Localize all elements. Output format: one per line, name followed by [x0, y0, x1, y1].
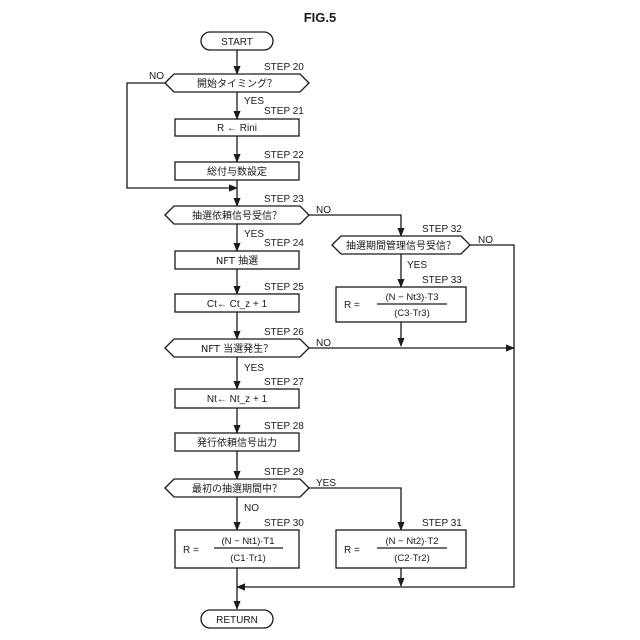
step-32-decision: STEP 32 抽選期間管理信号受信？ NO YES	[332, 224, 493, 271]
step-24-process: STEP 24 NFT 抽選	[175, 238, 304, 269]
step-30-numerator: (N − Nt1)·T1	[221, 536, 274, 547]
step-32-text: 抽選期間管理信号受信？	[346, 239, 456, 252]
step-29-label: STEP 29	[264, 467, 304, 478]
step-22-label: STEP 22	[264, 150, 304, 161]
step-22-text: 総付与数設定	[207, 165, 267, 178]
step-30-lhs: R =	[183, 545, 199, 556]
step-30-process: STEP 30 R = (N − Nt1)·T1 (C1·Tr1)	[175, 518, 304, 568]
step-20-label: STEP 20	[264, 62, 304, 73]
step-27-text: Nt← Nt_z + 1	[207, 394, 268, 405]
step-26-label: STEP 26	[264, 327, 304, 338]
step-21-label: STEP 21	[264, 106, 304, 117]
step-24-text: NFT 抽選	[216, 254, 258, 267]
step-22-process: STEP 22 総付与数設定	[175, 150, 304, 180]
step-28-label: STEP 28	[264, 421, 304, 432]
step-33-label: STEP 33	[422, 275, 462, 286]
step-30-label: STEP 30	[264, 518, 304, 529]
step-33-denominator: (C3·Tr3)	[394, 308, 430, 319]
step-25-text: Ct← Ct_z + 1	[207, 299, 268, 310]
step-28-text: 発行依頼信号出力	[197, 436, 277, 449]
step-23-label: STEP 23	[264, 194, 304, 205]
step-26-yes-label: YES	[244, 363, 264, 374]
step-31-label: STEP 31	[422, 518, 462, 529]
step-26-decision: STEP 26 NFT 当選発生？ NO YES	[165, 327, 331, 374]
return-label: RETURN	[216, 615, 258, 626]
step-20-yes-label: YES	[244, 96, 264, 107]
step-31-lhs: R =	[344, 545, 360, 556]
step-21-text: R ← Rini	[217, 123, 257, 134]
step-28-process: STEP 28 発行依頼信号出力	[175, 421, 304, 451]
step-23-no-label: NO	[316, 205, 331, 216]
step-20-text: 開始タイミング？	[197, 77, 277, 90]
step-25-label: STEP 25	[264, 282, 304, 293]
step-32-yes-label: YES	[407, 260, 427, 271]
start-label: START	[221, 37, 253, 48]
step-33-numerator: (N − Nt3)·T3	[385, 292, 438, 303]
step-23-decision: STEP 23 抽選依頼信号受信？ NO YES	[165, 194, 331, 240]
step-26-text: NFT 当選発生？	[201, 342, 273, 355]
step-24-label: STEP 24	[264, 238, 304, 249]
step-20-no-label: NO	[149, 71, 164, 82]
step-29-no-label: NO	[244, 503, 259, 514]
step-29-decision: STEP 29 最初の抽選期間中？ YES NO	[165, 467, 336, 514]
step-26-no-label: NO	[316, 338, 331, 349]
step-33-lhs: R =	[344, 300, 360, 311]
step-23-yes-label: YES	[244, 229, 264, 240]
figure-title: FIG.5	[304, 10, 337, 25]
step-29-text: 最初の抽選期間中？	[192, 482, 282, 495]
step-20-decision: STEP 20 開始タイミング？ NO YES	[149, 62, 309, 107]
step-32-label: STEP 32	[422, 224, 462, 235]
return-terminal: RETURN	[201, 610, 273, 628]
step-31-numerator: (N − Nt2)·T2	[385, 536, 438, 547]
step-29-yes-label: YES	[316, 478, 336, 489]
start-terminal: START	[201, 32, 273, 50]
step-21-process: STEP 21 R ← Rini	[175, 106, 304, 136]
step-27-label: STEP 27	[264, 377, 304, 388]
step-25-process: STEP 25 Ct← Ct_z + 1	[175, 282, 304, 312]
step-27-process: STEP 27 Nt← Nt_z + 1	[175, 377, 304, 408]
step-32-no-label: NO	[478, 235, 493, 246]
step-23-text: 抽選依頼信号受信？	[192, 209, 282, 222]
step-31-denominator: (C2·Tr2)	[394, 553, 430, 564]
step-30-denominator: (C1·Tr1)	[230, 553, 266, 564]
